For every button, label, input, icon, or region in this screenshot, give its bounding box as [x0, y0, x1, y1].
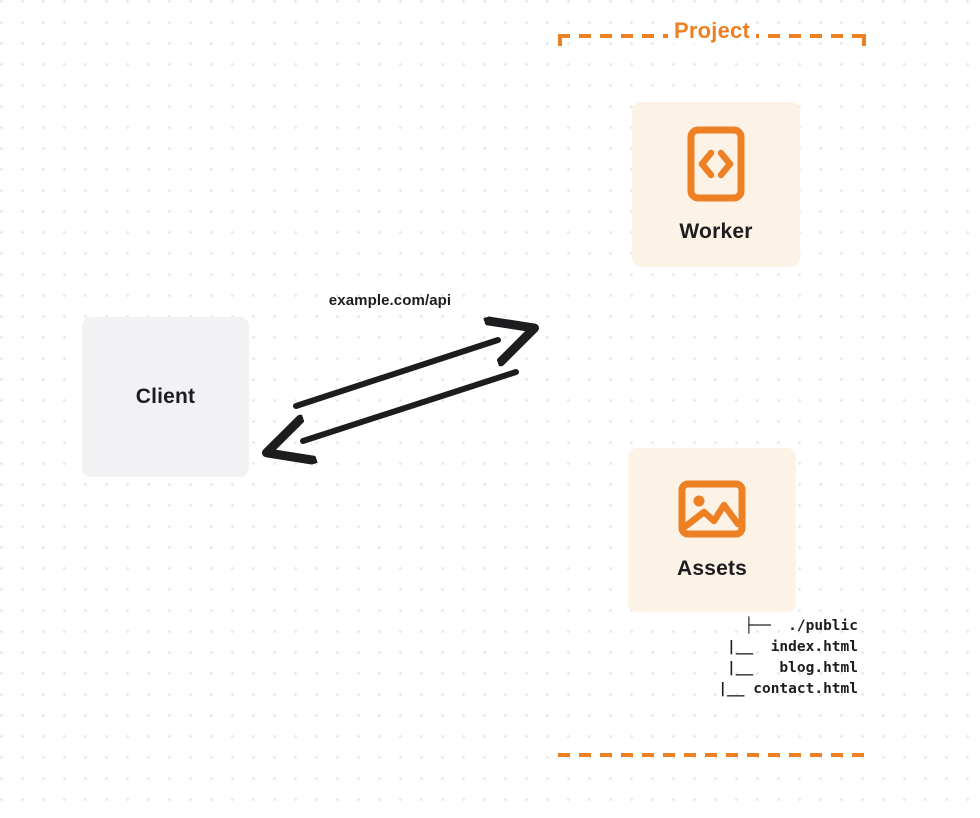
project-border-bottom — [558, 753, 866, 757]
worker-label: Worker — [679, 219, 753, 243]
file-tree-line: |__ index.html — [700, 639, 858, 655]
connection-label: example.com/api — [328, 292, 452, 309]
code-brackets-icon — [687, 126, 745, 202]
project-border-left — [558, 34, 562, 757]
worker-card: Worker — [632, 102, 800, 267]
project-title: Project — [668, 18, 756, 44]
project-border-right — [862, 34, 866, 757]
assets-file-tree: ├── ./public |__ index.html |__ blog.htm… — [608, 616, 858, 700]
assets-card: Assets — [628, 448, 796, 612]
image-icon — [678, 479, 746, 539]
project-container: Project Worker Assets — [558, 18, 866, 757]
client-node: Client — [82, 317, 249, 477]
file-tree-line: ├── ./public — [744, 618, 859, 634]
file-tree-line: |__ contact.html — [692, 681, 858, 697]
request-arrow — [293, 340, 498, 409]
client-label: Client — [135, 385, 196, 408]
response-arrow — [303, 369, 519, 441]
file-tree-line: |__ blog.html — [700, 660, 858, 676]
assets-label: Assets — [676, 557, 748, 580]
